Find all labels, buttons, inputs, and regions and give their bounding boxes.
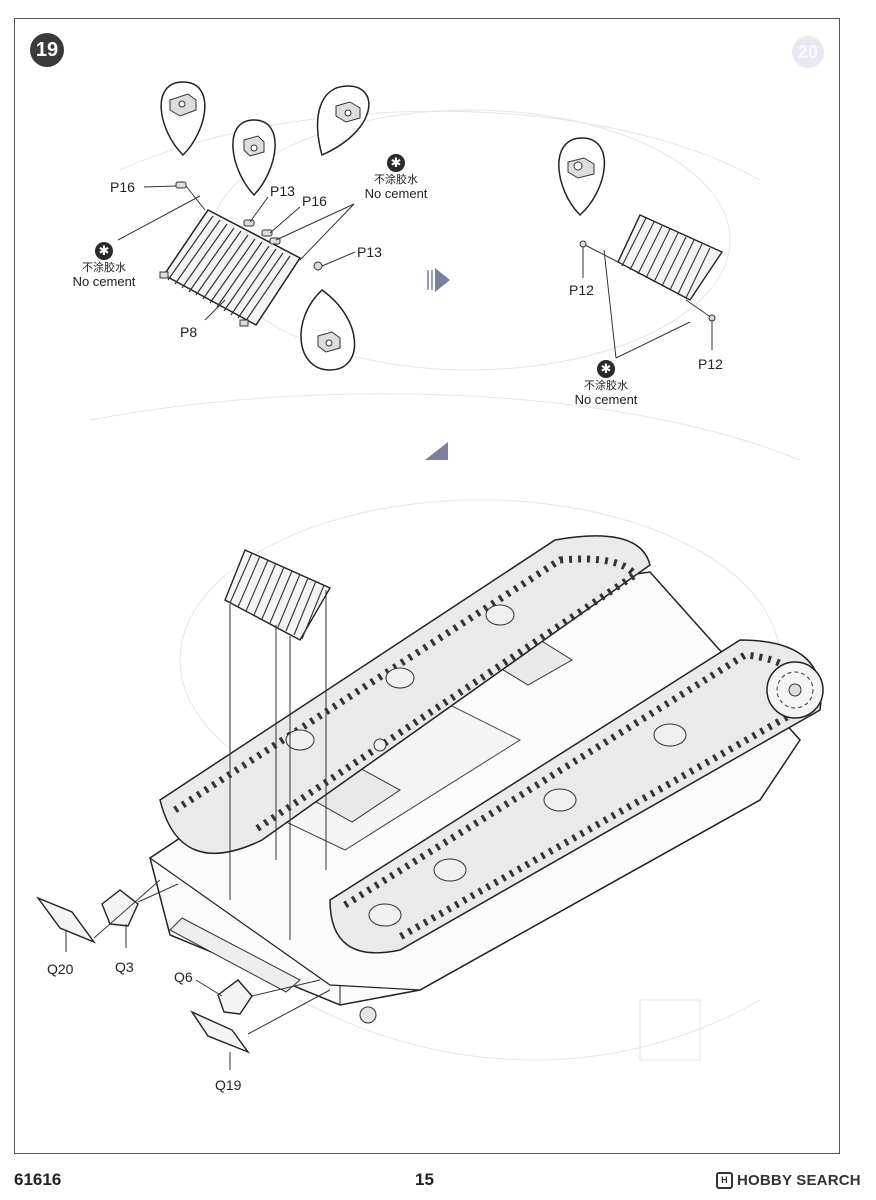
brand-watermark: H HOBBY SEARCH xyxy=(716,1172,861,1189)
plate-q6 xyxy=(217,979,253,1015)
leader-lines-bottom xyxy=(65,879,331,1070)
radiator-grille-mounted xyxy=(617,214,724,301)
catalog-number: 61616 xyxy=(14,1170,62,1189)
callout-bubble-3 xyxy=(316,85,370,157)
brand-name: HOBBY SEARCH xyxy=(737,1172,861,1189)
plate-q3 xyxy=(101,889,139,927)
radiator-grille-main xyxy=(224,549,331,641)
hull-assembly xyxy=(149,535,824,1024)
label-q6: Q6 xyxy=(174,969,193,985)
no-cement-en: No cement xyxy=(72,273,136,289)
plate-q19 xyxy=(190,1010,250,1054)
leader-lines-top-right xyxy=(582,243,713,359)
callout-bubble-2 xyxy=(232,119,276,197)
ghost-step-badge: 20 xyxy=(792,36,824,68)
page-frame xyxy=(14,18,840,1154)
no-cement-en: No cement xyxy=(364,185,428,201)
no-cement-cn: 不涂胶水 xyxy=(82,261,126,274)
step-number-badge: 19 xyxy=(30,33,64,67)
no-cement-cn: 不涂胶水 xyxy=(374,173,418,186)
label-p16-left: P16 xyxy=(110,179,135,195)
drop-lines-grille xyxy=(229,590,327,940)
callout-bubble-1 xyxy=(160,81,206,157)
label-q3: Q3 xyxy=(115,959,134,975)
leader-lines-top-left xyxy=(117,185,356,321)
no-cement-cn: 不涂胶水 xyxy=(584,379,628,392)
part-p12-right xyxy=(708,314,716,322)
no-cement-icon: ✱ xyxy=(95,242,113,260)
brand-logo-icon: H xyxy=(716,1172,733,1189)
label-p8: P8 xyxy=(180,324,198,340)
part-p12-left xyxy=(579,240,587,248)
callout-bubble-4 xyxy=(300,289,356,371)
callout-bubble-5 xyxy=(558,137,605,217)
direction-arrow-right xyxy=(427,268,450,292)
direction-arrow-down xyxy=(425,442,448,460)
label-p16-right: P16 xyxy=(302,193,327,209)
plate-q20 xyxy=(35,896,97,944)
no-cement-note-right: ✱ 不涂胶水 No cement xyxy=(566,360,646,408)
no-cement-note-top: ✱ 不涂胶水 No cement xyxy=(356,154,436,202)
no-cement-icon: ✱ xyxy=(387,154,405,172)
label-p12-left: P12 xyxy=(569,282,594,298)
label-p13-right: P13 xyxy=(357,244,382,260)
label-p13-top: P13 xyxy=(270,183,295,199)
no-cement-icon: ✱ xyxy=(597,360,615,378)
page-number: 15 xyxy=(415,1170,434,1189)
no-cement-en: No cement xyxy=(574,391,638,407)
label-p12-right: P12 xyxy=(698,356,723,372)
radiator-grille-p8 xyxy=(159,209,302,327)
label-q20: Q20 xyxy=(47,961,74,977)
label-q19: Q19 xyxy=(215,1077,242,1093)
no-cement-note-left: ✱ 不涂胶水 No cement xyxy=(66,242,142,290)
